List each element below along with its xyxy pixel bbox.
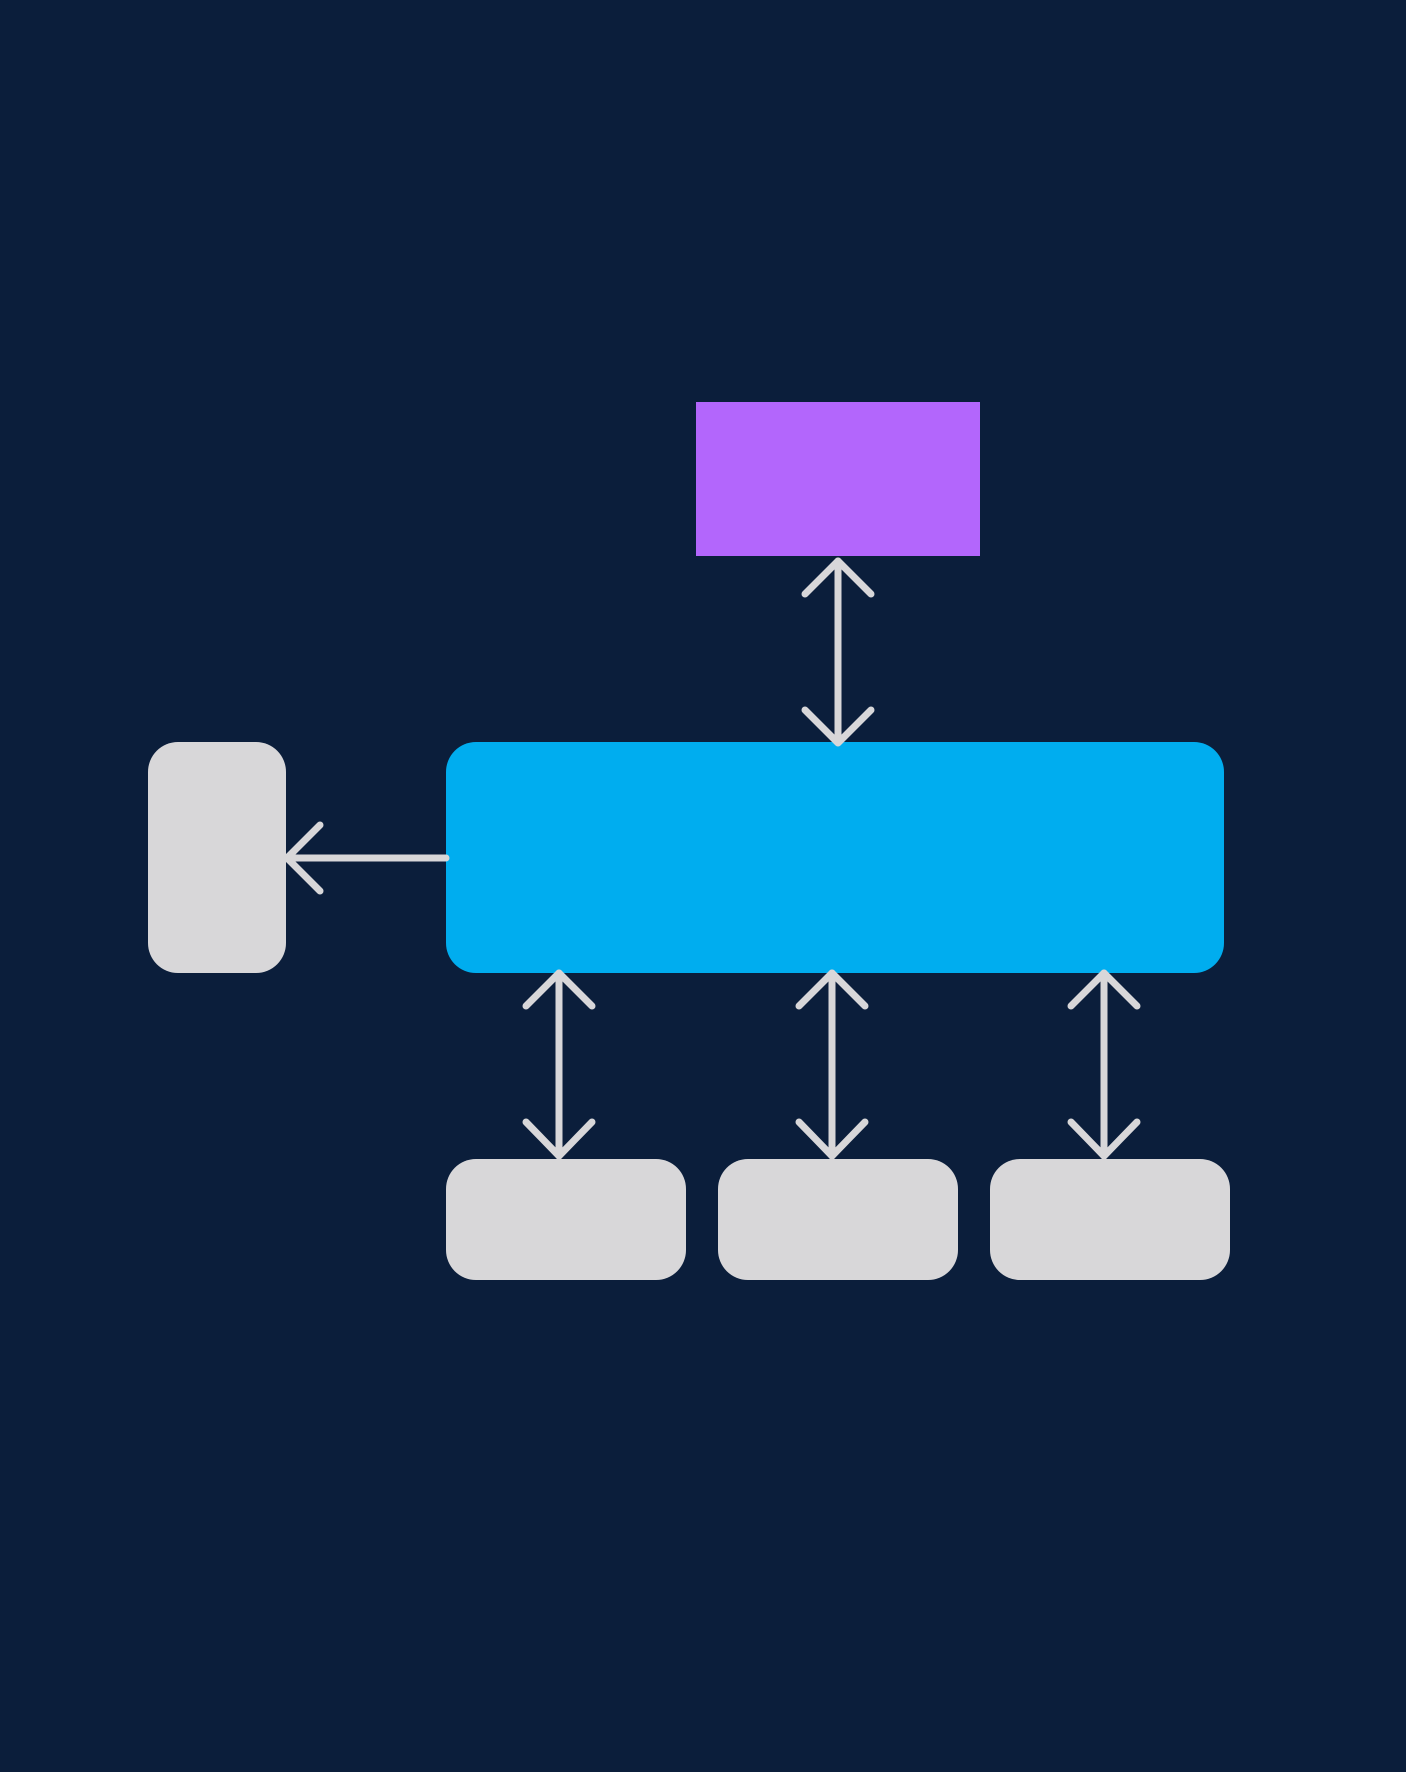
connector-center-left-arrowhead [283,821,324,895]
connector-center-bottom-1-arrowhead-up [522,969,596,1010]
connector-center-bottom-2-arrowhead-down [795,1118,869,1160]
bottom-node-2[interactable] [718,1159,958,1280]
connector-center-bottom-3 [1067,969,1141,1160]
connector-center-left [283,821,450,895]
top-node-box [696,402,980,556]
connector-center-bottom-3-arrowhead-up [1067,969,1141,1010]
connector-top-center [801,557,875,747]
bottom-node-3[interactable] [990,1159,1230,1280]
connector-center-bottom-2 [795,969,869,1160]
bottom-node-3-box [990,1159,1230,1280]
connector-center-bottom-3-arrowhead-down [1067,1118,1141,1160]
connector-top-center-arrowhead-up [801,557,875,598]
center-node-box [446,742,1224,973]
connector-top-center-arrowhead-down [801,706,875,747]
connector-center-bottom-1 [522,969,596,1160]
connector-center-bottom-1-arrowhead-down [522,1118,596,1160]
left-node-box [148,742,286,973]
top-node[interactable] [696,402,980,556]
center-node[interactable] [446,742,1224,973]
left-node[interactable] [148,742,286,973]
bottom-node-2-box [718,1159,958,1280]
bottom-node-1[interactable] [446,1159,686,1280]
bottom-node-1-box [446,1159,686,1280]
connector-center-bottom-2-arrowhead-up [795,969,869,1010]
